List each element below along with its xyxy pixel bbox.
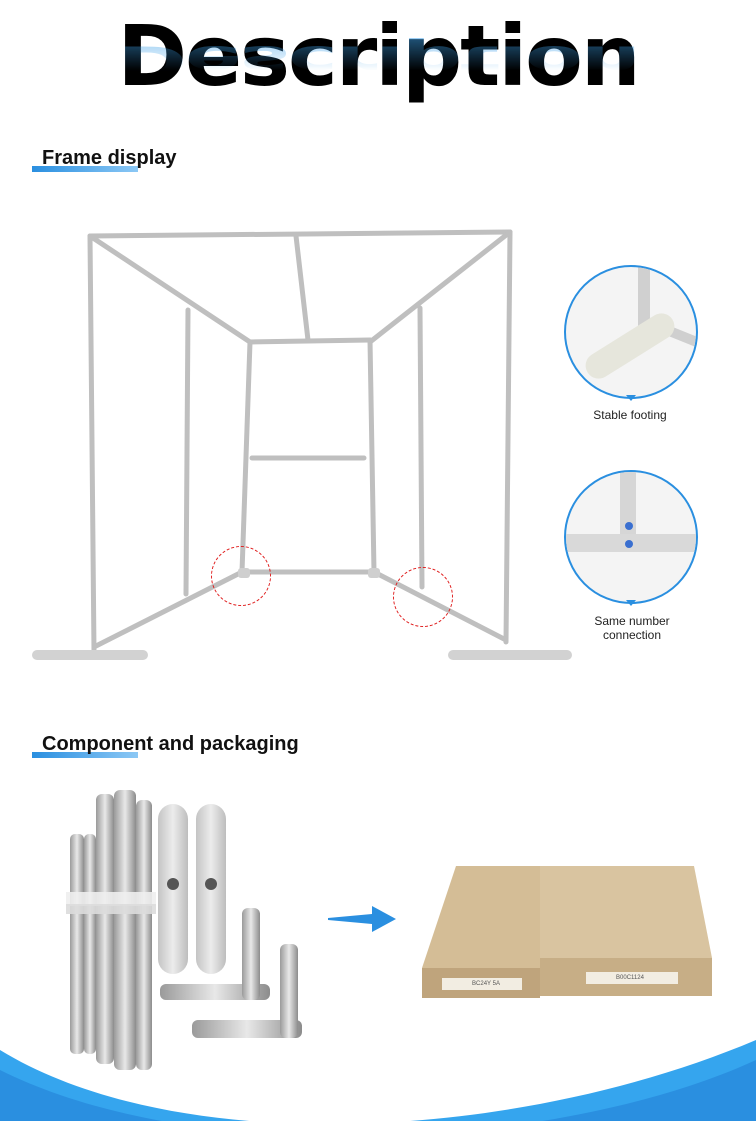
- frame-display-heading: Frame display: [32, 146, 177, 172]
- box-label-right: B00C1124: [616, 975, 644, 981]
- component-heading-text: Component and packaging: [42, 733, 299, 755]
- caption-stable-footing: Stable footing: [593, 408, 667, 422]
- box-label-left: BC24Y 5A: [472, 981, 500, 987]
- detail-pointer-2: [626, 600, 636, 606]
- heading-underline: [32, 166, 138, 172]
- packaging-boxes: [422, 866, 712, 998]
- title-block: Description Description: [0, 0, 756, 140]
- component-heading: Component and packaging: [32, 732, 299, 758]
- frame-illustration: [32, 229, 572, 660]
- arrow-right-icon: [328, 906, 396, 932]
- same-number-illustration: [566, 472, 696, 552]
- page-title: Description: [117, 7, 640, 105]
- detail-same-number: [564, 470, 698, 604]
- detail-stable-footing: [564, 265, 698, 399]
- caption-same-number-line2: connection: [602, 628, 662, 642]
- frame-display-heading-text: Frame display: [42, 147, 177, 169]
- heading-underline: [32, 752, 138, 758]
- caption-same-number: Same number connection: [552, 614, 712, 642]
- footer-wave: [0, 1040, 756, 1121]
- page-title-reflection: Description: [117, 36, 639, 86]
- caption-same-number-line1: Same number: [594, 614, 670, 628]
- stable-footing-illustration: [585, 267, 696, 379]
- components-illustration: [66, 790, 302, 1070]
- highlight-circle-left: [211, 546, 271, 606]
- highlight-circle-right: [393, 567, 453, 627]
- detail-pointer-1: [626, 395, 636, 401]
